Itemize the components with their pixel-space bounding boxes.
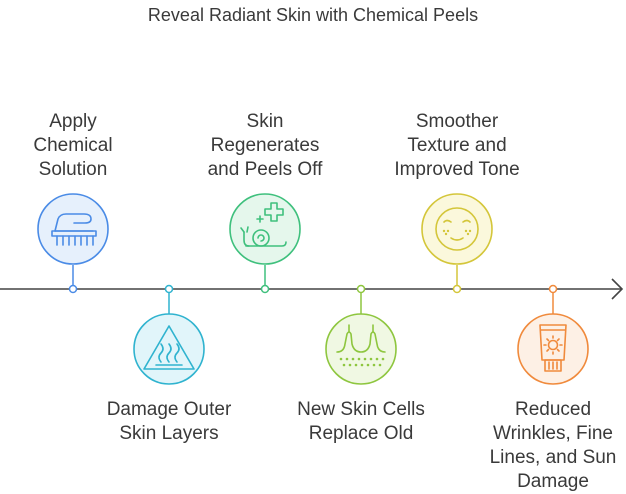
- step-reduced-wrinkles: [517, 284, 589, 385]
- skin-cells-icon: [336, 324, 386, 353]
- happy-face-icon: [435, 207, 479, 251]
- step-label-new-skin-cells: New Skin Cells Replace Old: [297, 399, 425, 444]
- step-smoother-texture: [421, 193, 493, 294]
- sunscreen-tube-icon: [539, 324, 567, 372]
- step-label-damage-outer-skin: Damage Outer Skin Layers: [106, 399, 232, 444]
- snail-healing-icon: [240, 202, 287, 247]
- step-label-skin-regenerates: Skin Regenerates and Peels Off: [207, 111, 323, 180]
- step-new-skin-cells: [325, 284, 397, 385]
- cheek-dots: [442, 229, 472, 236]
- timeline-arrowhead: [611, 278, 624, 300]
- step-apply-chemical-solution: [37, 193, 109, 294]
- step-label-reduced-wrinkles: Reduced Wrinkles, Fine Lines, and Sun Da…: [489, 399, 617, 492]
- hand-applying-icon: [51, 213, 97, 246]
- step-skin-regenerates: [229, 193, 301, 294]
- step-label-smoother-texture: Smoother Texture and Improved Tone: [394, 111, 520, 180]
- skin-cell-dots: [339, 357, 385, 367]
- diagram-title: Reveal Radiant Skin with Chemical Peels: [147, 5, 479, 25]
- warning-heat-icon: [143, 325, 195, 370]
- step-damage-outer-skin: [133, 284, 205, 385]
- step-label-apply-chemical-solution: Apply Chemical Solution: [33, 111, 113, 180]
